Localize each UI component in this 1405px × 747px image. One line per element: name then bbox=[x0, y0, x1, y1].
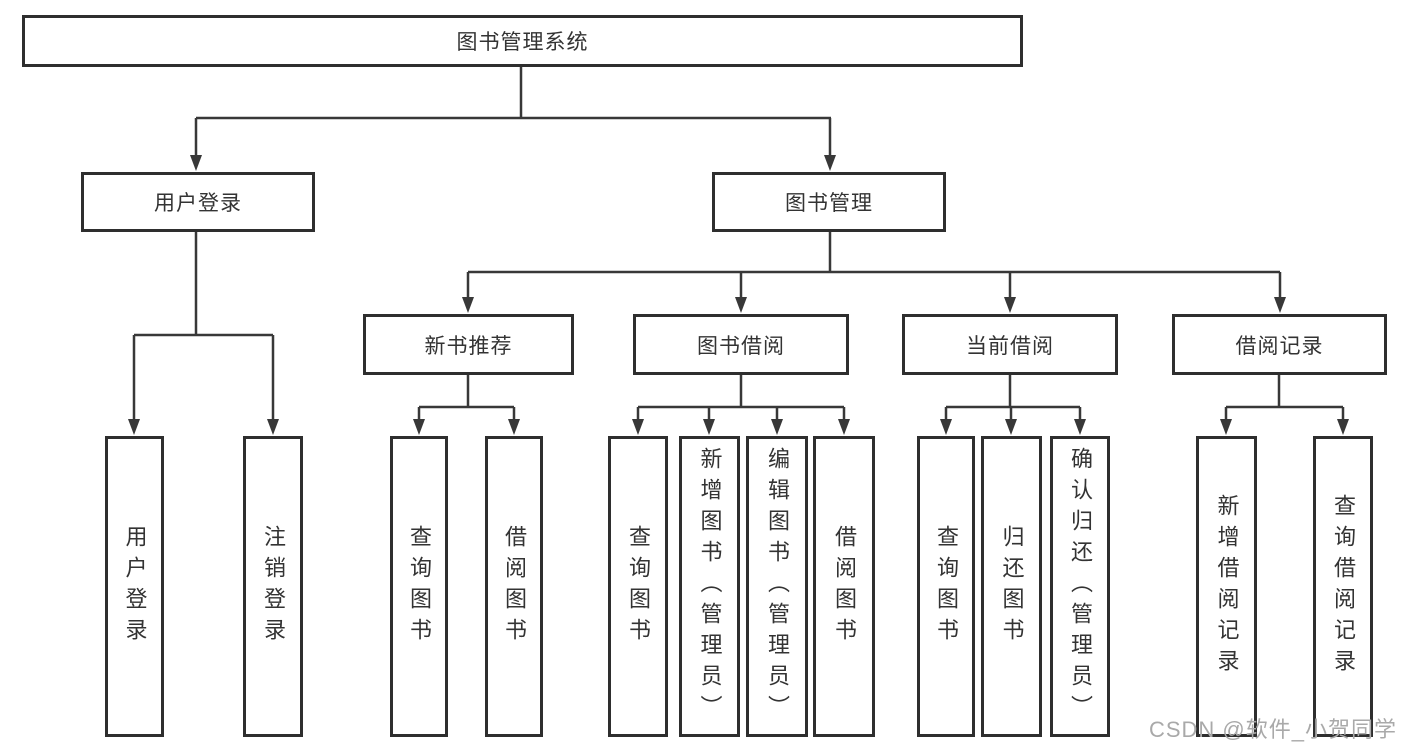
node-book-management: 图书管理 bbox=[712, 172, 946, 232]
node-leaf-add-borrow-record: 新增借阅记录 bbox=[1196, 436, 1257, 737]
node-leaf-borrow-books-recommend: 借阅图书 bbox=[485, 436, 543, 737]
node-user-login: 用户登录 bbox=[81, 172, 315, 232]
node-borrow-records: 借阅记录 bbox=[1172, 314, 1387, 375]
csdn-watermark: CSDN @软件_小贺同学 bbox=[1148, 717, 1397, 742]
node-leaf-edit-books-admin: 编辑图书（管理员） bbox=[746, 436, 808, 737]
node-leaf-return-books: 归还图书 bbox=[981, 436, 1042, 737]
node-leaf-logout: 注销登录 bbox=[243, 436, 303, 737]
node-root: 图书管理系统 bbox=[22, 15, 1023, 67]
node-new-book-recommend: 新书推荐 bbox=[363, 314, 574, 375]
node-leaf-borrow-books: 借阅图书 bbox=[813, 436, 875, 737]
node-leaf-add-books-admin: 新增图书（管理员） bbox=[679, 436, 740, 737]
node-current-borrow: 当前借阅 bbox=[902, 314, 1118, 375]
node-leaf-confirm-return-admin: 确认归还（管理员） bbox=[1050, 436, 1110, 737]
node-leaf-query-borrow-record: 查询借阅记录 bbox=[1313, 436, 1373, 737]
node-leaf-query-books-recommend: 查询图书 bbox=[390, 436, 448, 737]
node-leaf-query-books-current: 查询图书 bbox=[917, 436, 975, 737]
node-leaf-user-login: 用户登录 bbox=[105, 436, 164, 737]
node-leaf-query-books-borrow: 查询图书 bbox=[608, 436, 668, 737]
node-book-borrow: 图书借阅 bbox=[633, 314, 849, 375]
